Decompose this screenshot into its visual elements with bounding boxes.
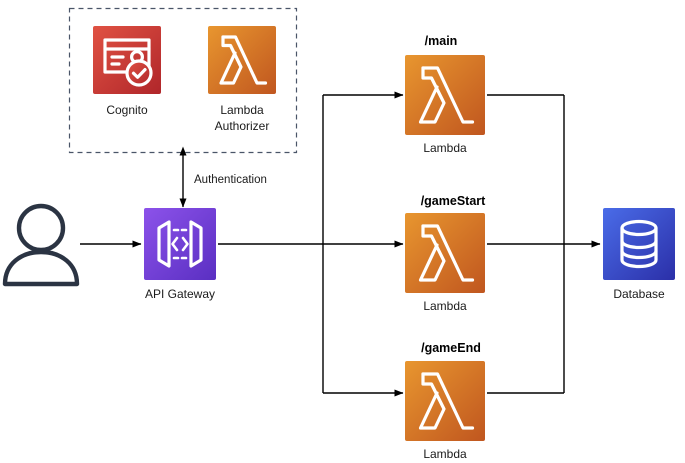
route-label-gameend: /gameEnd: [421, 341, 481, 355]
api-gateway-label: API Gateway: [145, 287, 215, 301]
api-gateway-glyph: [157, 220, 203, 268]
route-label-main: /main: [425, 34, 458, 48]
node-database[interactable]: Database: [603, 208, 675, 301]
edge-gateway-fanout: [218, 91, 404, 397]
database-label: Database: [613, 287, 665, 301]
lambda-symbol-glyph: [418, 224, 475, 282]
lambda-main-label: Lambda: [423, 141, 467, 155]
authentication-label: Authentication: [194, 174, 267, 186]
lambda-gamestart-label: Lambda: [423, 299, 467, 313]
node-lambda-authorizer[interactable]: Lambda Authorizer: [208, 26, 276, 133]
route-label-gamestart: /gameStart: [421, 194, 486, 208]
lambda-gameend-label: Lambda: [423, 447, 467, 461]
lambda-symbol-glyph: [219, 35, 268, 85]
user-icon[interactable]: [2, 203, 80, 287]
edge-authentication: Authentication: [179, 146, 267, 208]
database-icon[interactable]: [603, 208, 675, 280]
lambda-symbol-glyph: [418, 66, 475, 124]
cognito-label: Cognito: [106, 103, 148, 117]
cognito-id-card-glyph: [103, 38, 153, 87]
node-lambda-main[interactable]: /main Lambda: [405, 34, 485, 155]
authentication-group-box: [68, 7, 298, 154]
node-user[interactable]: [2, 203, 80, 287]
node-lambda-gamestart[interactable]: /gameStart Lambda: [405, 194, 486, 313]
database-cylinder-glyph: [620, 219, 658, 269]
lambda-authorizer-label-line1: Lambda: [220, 103, 264, 117]
edge-lambdas-to-database: [487, 94, 601, 394]
node-api-gateway[interactable]: API Gateway: [144, 208, 216, 301]
lambda-authorizer-label-line2: Authorizer: [215, 119, 270, 133]
lambda-symbol-glyph: [418, 372, 475, 430]
node-lambda-gameend[interactable]: /gameEnd Lambda: [405, 341, 485, 461]
api-gateway-icon[interactable]: [144, 208, 216, 280]
node-cognito[interactable]: Cognito: [93, 26, 161, 117]
cognito-icon[interactable]: [93, 26, 161, 94]
